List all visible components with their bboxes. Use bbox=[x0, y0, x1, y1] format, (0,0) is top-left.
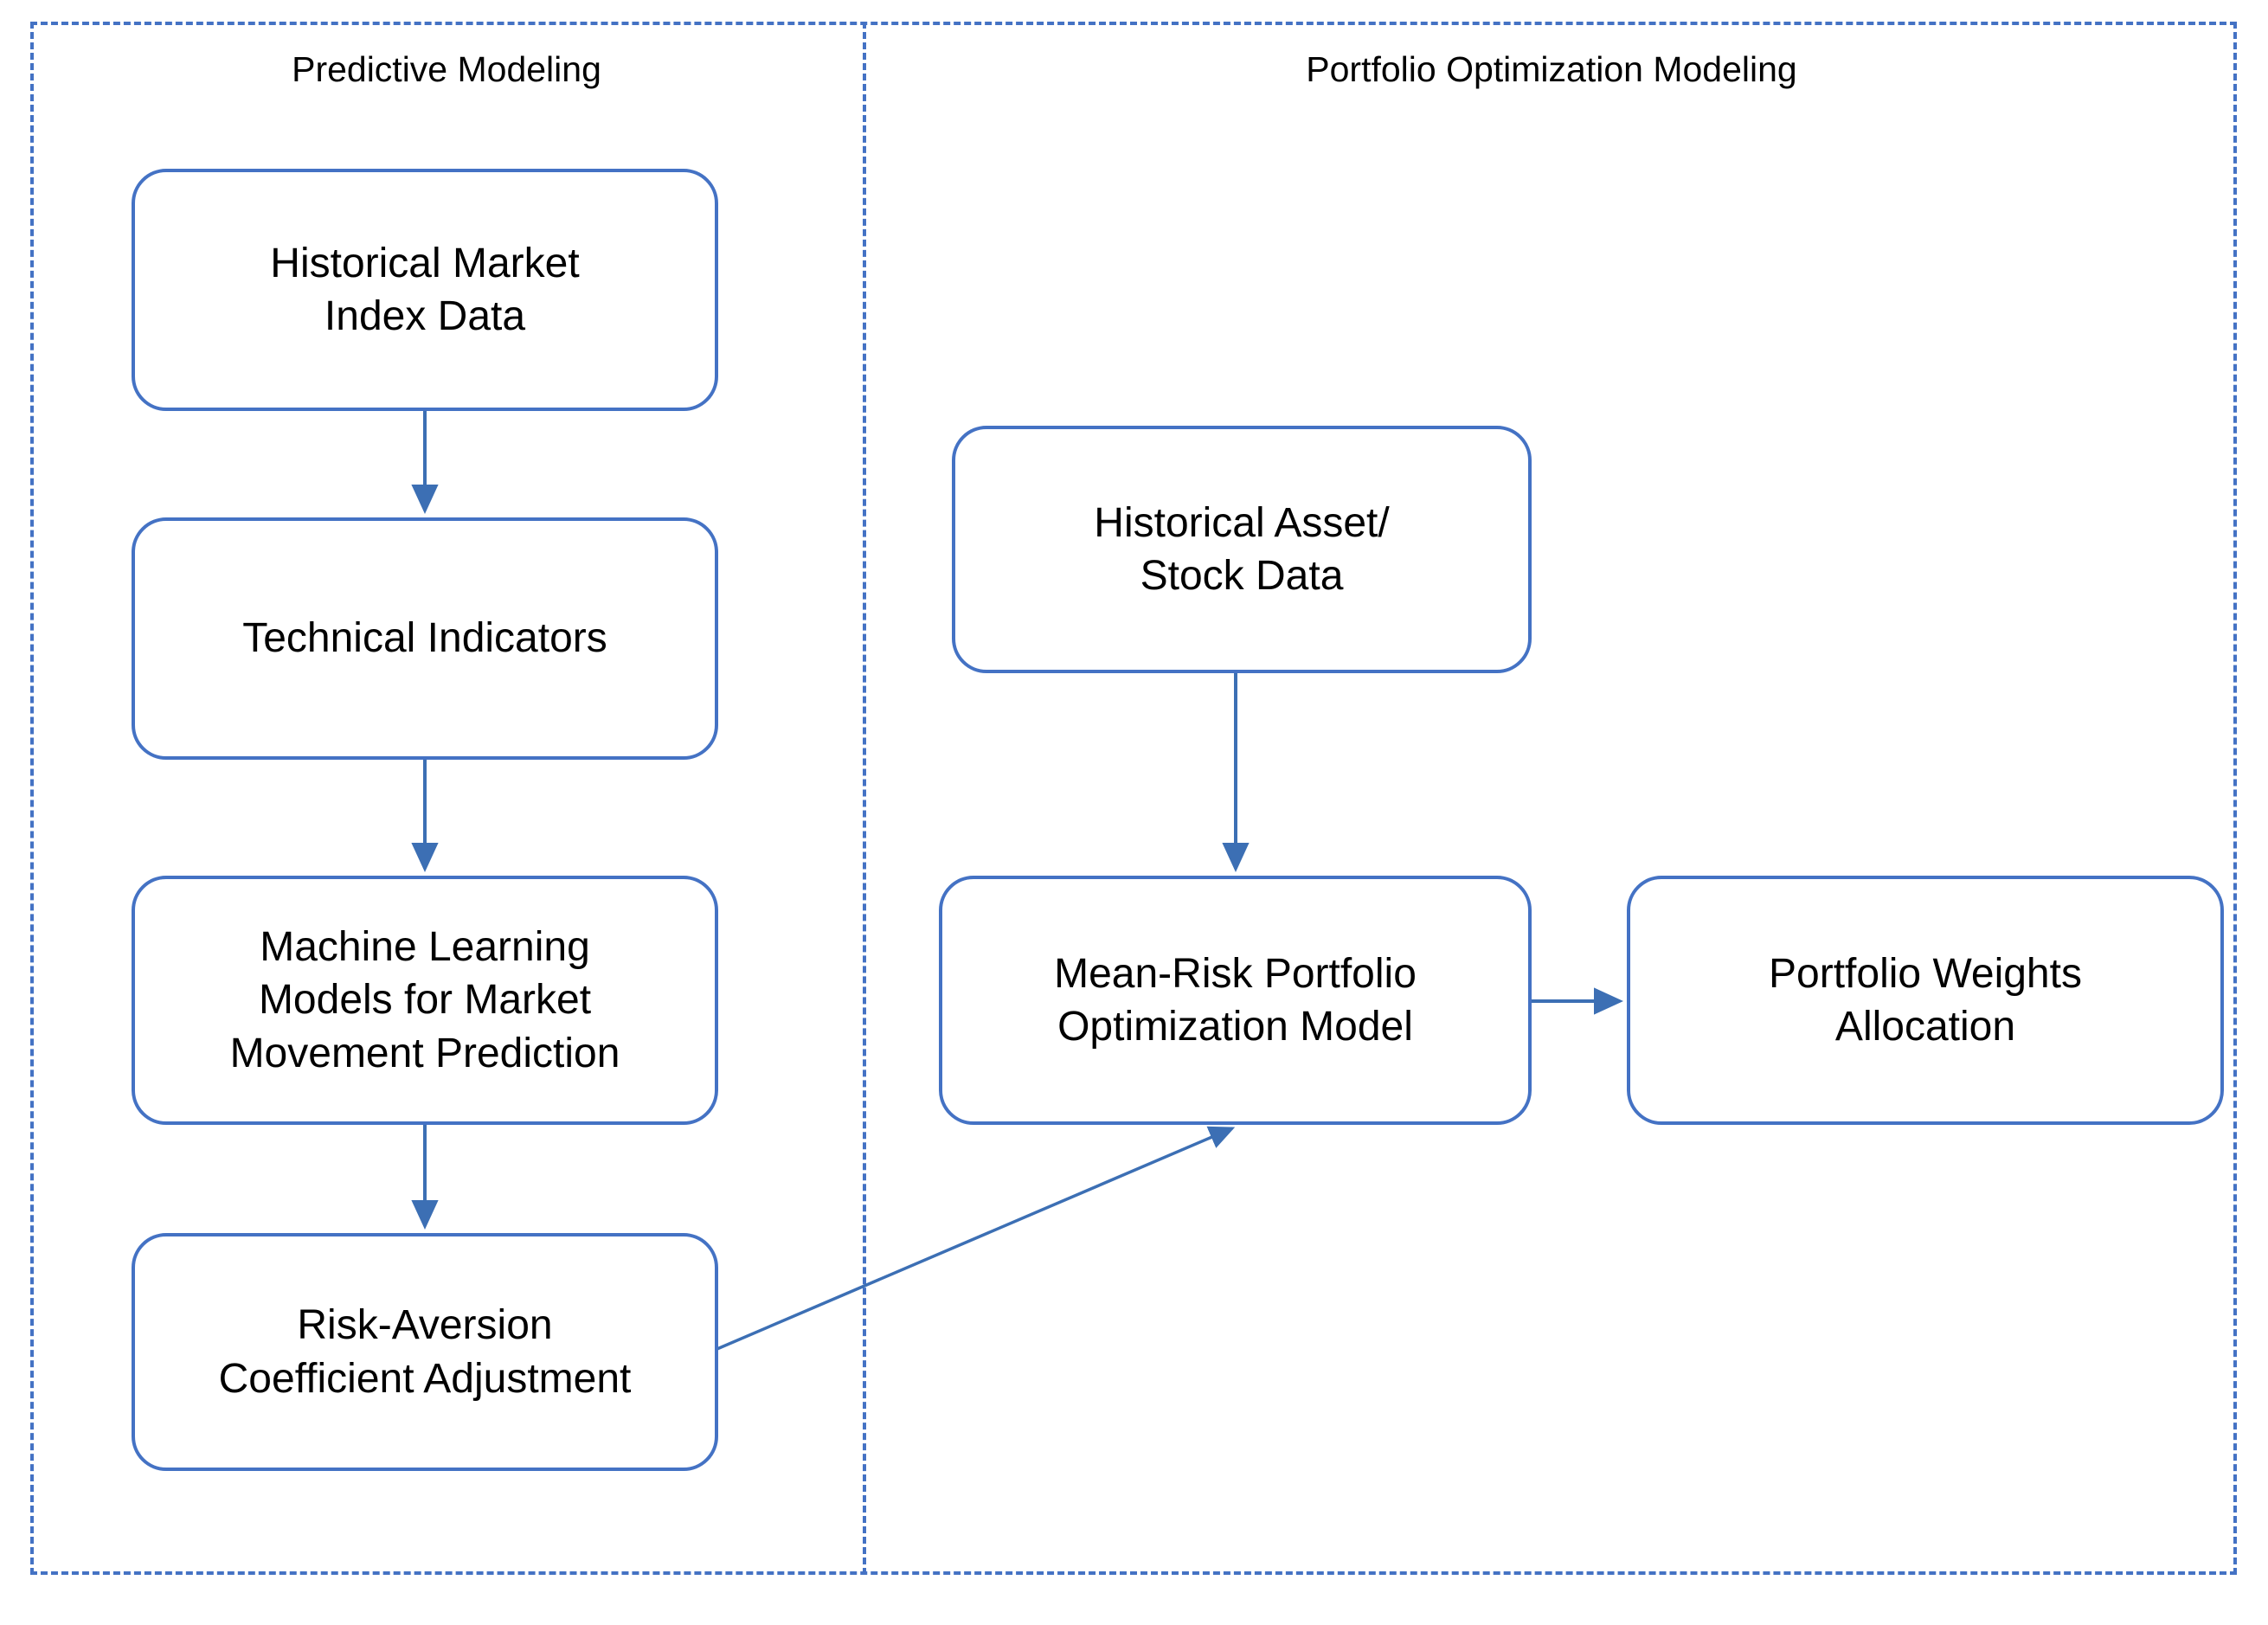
node-label: Historical Market Index Data bbox=[270, 240, 580, 339]
node-label: Mean-Risk Portfolio Optimization Model bbox=[1054, 950, 1417, 1050]
node-risk-aversion-coefficient-adjustment[interactable]: Risk-Aversion Coefficient Adjustment bbox=[132, 1233, 718, 1471]
node-portfolio-weights-allocation[interactable]: Portfolio Weights Allocation bbox=[1627, 876, 2224, 1125]
swimlane-divider bbox=[863, 22, 866, 1575]
node-label: Historical Asset/ Stock Data bbox=[1094, 499, 1390, 599]
node-historical-market-index-data[interactable]: Historical Market Index Data bbox=[132, 169, 718, 411]
node-historical-asset-stock-data[interactable]: Historical Asset/ Stock Data bbox=[952, 426, 1532, 673]
node-label: Risk-Aversion Coefficient Adjustment bbox=[218, 1302, 632, 1402]
node-mean-risk-portfolio-optimization-model[interactable]: Mean-Risk Portfolio Optimization Model bbox=[939, 876, 1532, 1125]
node-label: Machine Learning Models for Market Movem… bbox=[229, 923, 620, 1076]
node-ml-models-market-movement-prediction[interactable]: Machine Learning Models for Market Movem… bbox=[132, 876, 718, 1125]
lane-title-portfolio-optimization-modeling: Portfolio Optimization Modeling bbox=[1306, 49, 1797, 89]
lane-title-predictive-modeling: Predictive Modeling bbox=[292, 49, 601, 89]
node-technical-indicators[interactable]: Technical Indicators bbox=[132, 517, 718, 760]
swimlane-container bbox=[30, 22, 2237, 1575]
node-label: Technical Indicators bbox=[242, 615, 607, 662]
node-label: Portfolio Weights Allocation bbox=[1769, 950, 2082, 1050]
